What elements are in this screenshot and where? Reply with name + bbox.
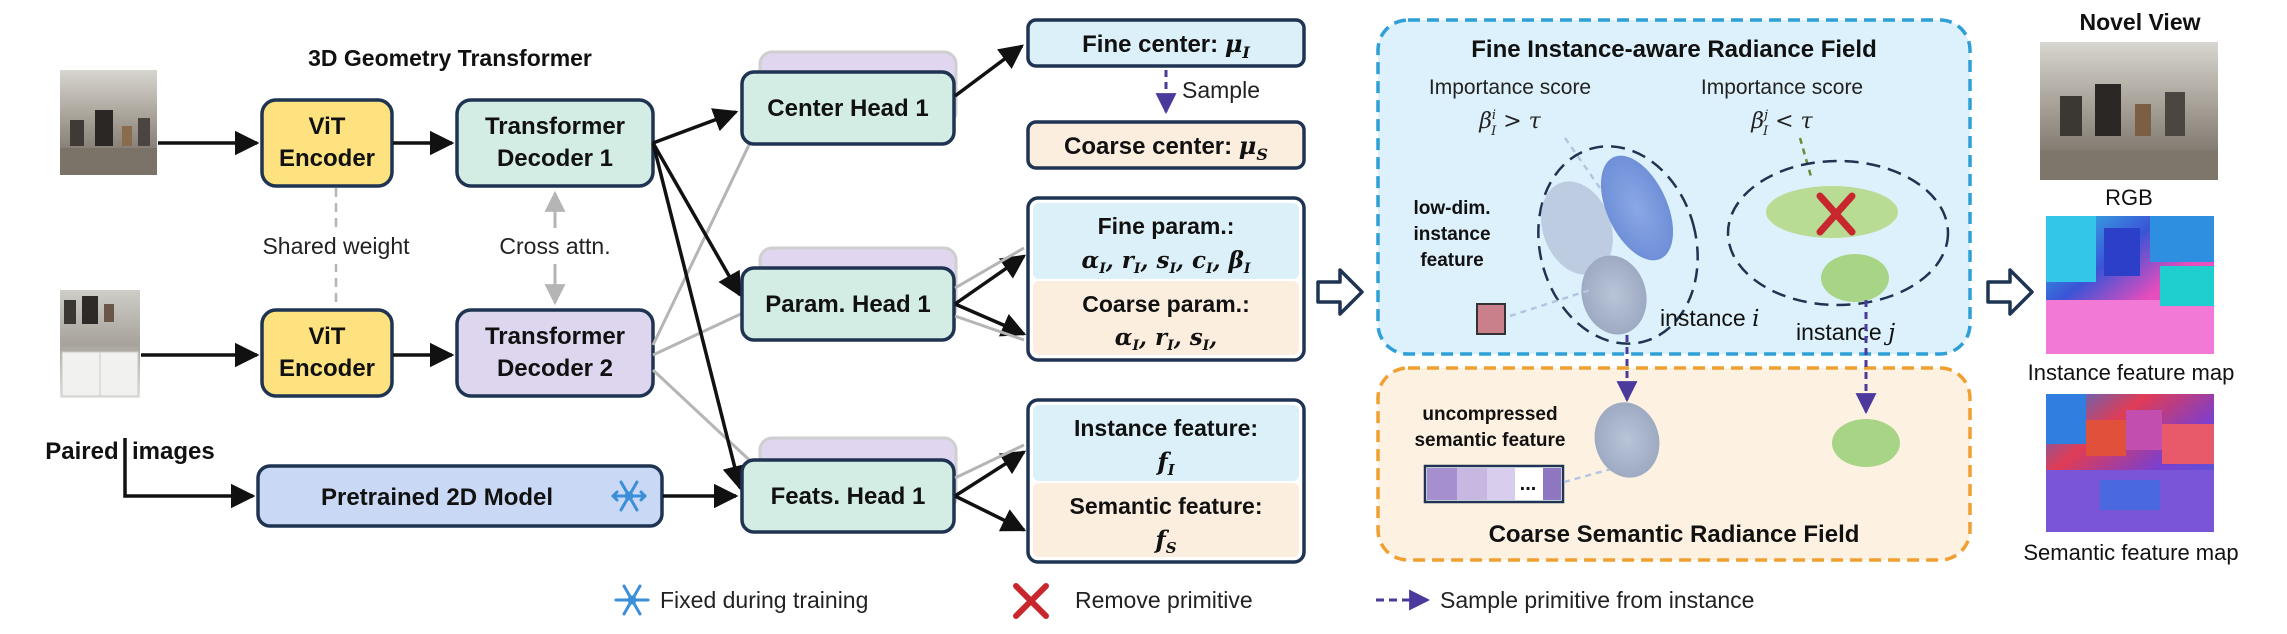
coarse-center-symbol: μ xyxy=(1239,131,1257,160)
novel-view-title: Novel View xyxy=(2079,9,2200,35)
flow-arrow-1 xyxy=(1316,268,1364,316)
sample-label: Sample xyxy=(1182,77,1260,103)
low-dim-feature-3: feature xyxy=(1420,250,1483,271)
shared-weight-label: Shared weight xyxy=(262,233,410,259)
feats-head: Feats. Head 1 xyxy=(740,458,956,534)
vit-encoder-1-line1: ViT xyxy=(309,113,346,140)
feature-vector-ellipsis: ... xyxy=(1520,473,1537,495)
legend-snowflake-icon xyxy=(614,584,650,616)
low-dim-feature-1: low-dim. xyxy=(1413,198,1490,219)
coarse-param-label: Coarse param.: xyxy=(1082,291,1249,317)
coarse-center-sub: S xyxy=(1256,145,1268,164)
uncompressed-feature-1: uncompressed xyxy=(1422,404,1557,425)
center-head-label: Center Head 1 xyxy=(767,95,928,122)
semantic-feature-vector: ... xyxy=(1423,464,1565,504)
vit-encoder-2-line2: Encoder xyxy=(279,355,375,382)
paired-images-label: Paired images xyxy=(45,438,214,465)
primitive-grey-1 xyxy=(1541,181,1613,275)
coarse-field-title: Coarse Semantic Radiance Field xyxy=(1489,521,1860,548)
svg-text:Fine center: μI: Fine center: μI xyxy=(1082,29,1250,62)
fine-center-sub: I xyxy=(1241,43,1250,62)
instance-feature-sub: I xyxy=(1167,461,1176,479)
vit-encoder-1-line2: Encoder xyxy=(279,145,375,172)
fine-field-title: Fine Instance-aware Radiance Field xyxy=(1471,36,1876,63)
center-head: Center Head 1 xyxy=(740,70,956,146)
features-box: Instance feature: fI Semantic feature: f… xyxy=(1026,398,1306,564)
fine-center-symbol: μ xyxy=(1225,29,1243,58)
legend-fixed-label: Fixed during training xyxy=(660,587,868,613)
instance-feature-symbol: f xyxy=(1155,447,1171,476)
low-dim-feature-2: instance xyxy=(1413,224,1490,245)
coarse-center-label: Coarse center: xyxy=(1064,133,1239,160)
rgb-render xyxy=(2040,42,2218,180)
cross-attn-label: Cross attn. xyxy=(499,233,610,259)
remove-primitive-icon xyxy=(1816,192,1856,236)
snowflake-icon xyxy=(611,480,647,512)
instance-j-boundary xyxy=(1726,159,1950,307)
svg-text:Coarse center: μS: Coarse center: μS xyxy=(1064,131,1268,164)
input-image-2 xyxy=(60,290,140,398)
input-image-1 xyxy=(60,70,157,175)
primitive-blue xyxy=(1600,155,1674,261)
legend-remove-label: Remove primitive xyxy=(1075,587,1253,613)
transformer-decoder-1: Transformer Decoder 1 xyxy=(455,98,655,188)
importance-score-right: Importance score xyxy=(1701,76,1863,99)
transformer-decoder-2: Transformer Decoder 2 xyxy=(455,308,655,398)
instance-i-boundary xyxy=(1537,145,1699,345)
vit-encoder-2-line1: ViT xyxy=(309,323,346,350)
vit-encoder-1: ViT Encoder xyxy=(260,98,394,188)
semantic-feature-label: Semantic feature: xyxy=(1069,493,1262,519)
primitive-grey-2 xyxy=(1581,255,1647,335)
fine-center-label: Fine center: xyxy=(1082,31,1225,58)
instance-map-label: Instance feature map xyxy=(2028,360,2235,385)
fine-param-label: Fine param.: xyxy=(1098,213,1235,239)
param-head: Param. Head 1 xyxy=(740,266,956,342)
fine-radiance-field: Fine Instance-aware Radiance Field Impor… xyxy=(1376,18,1972,356)
semantic-feature-map xyxy=(2046,394,2214,532)
instance-i-label: instance i xyxy=(1660,305,1759,332)
instance-feature-label: Instance feature: xyxy=(1074,415,1258,441)
decoder-1-line2: Decoder 1 xyxy=(497,145,613,172)
legend: Fixed during training Remove primitive S… xyxy=(614,583,1754,619)
legend-remove-icon xyxy=(1013,583,1049,619)
semantic-map-label: Semantic feature map xyxy=(2023,540,2238,565)
rgb-label: RGB xyxy=(2105,185,2153,210)
coarse-center-box: Coarse center: μS xyxy=(1026,120,1306,170)
decoder-2-line2: Decoder 2 xyxy=(497,355,613,382)
coarse-primitive-green xyxy=(1832,419,1900,467)
instance-feature-map xyxy=(2046,216,2214,354)
params-box: Fine param.: αI, rI, sI, cI, βI Coarse p… xyxy=(1026,196,1306,362)
svg-text:fS: fS xyxy=(1153,525,1176,557)
coarse-radiance-field: uncompressed semantic feature ... Coarse… xyxy=(1376,366,1972,562)
semantic-feature-sub: S xyxy=(1166,539,1177,557)
primitive-green-2 xyxy=(1821,254,1889,302)
flow-arrow-2 xyxy=(1986,268,2034,316)
transformer-title: 3D Geometry Transformer xyxy=(308,45,592,71)
coarse-primitive-grey xyxy=(1594,402,1660,478)
pretrained-2d-model: Pretrained 2D Model xyxy=(256,464,664,528)
feats-head-label: Feats. Head 1 xyxy=(771,483,926,510)
vit-encoder-2: ViT Encoder xyxy=(260,308,394,398)
param-head-label: Param. Head 1 xyxy=(765,291,930,318)
fine-center-box: Fine center: μI xyxy=(1026,18,1306,68)
semantic-feature-symbol: f xyxy=(1153,525,1169,554)
fine-param-math: αI, rI, sI, cI, βI xyxy=(1082,247,1251,277)
instance-j-label: instance j xyxy=(1796,319,1895,346)
pretrained-model-label: Pretrained 2D Model xyxy=(321,484,553,511)
decoder-1-line1: Transformer xyxy=(485,113,625,140)
svg-text:fI: fI xyxy=(1155,447,1175,479)
uncompressed-feature-2: semantic feature xyxy=(1414,430,1565,451)
importance-score-left: Importance score xyxy=(1429,76,1591,99)
legend-sample-label: Sample primitive from instance xyxy=(1440,587,1754,613)
decoder-2-line1: Transformer xyxy=(485,323,625,350)
low-dim-feature-square xyxy=(1476,303,1506,335)
coarse-param-math: αI, rI, sI, xyxy=(1115,324,1218,354)
